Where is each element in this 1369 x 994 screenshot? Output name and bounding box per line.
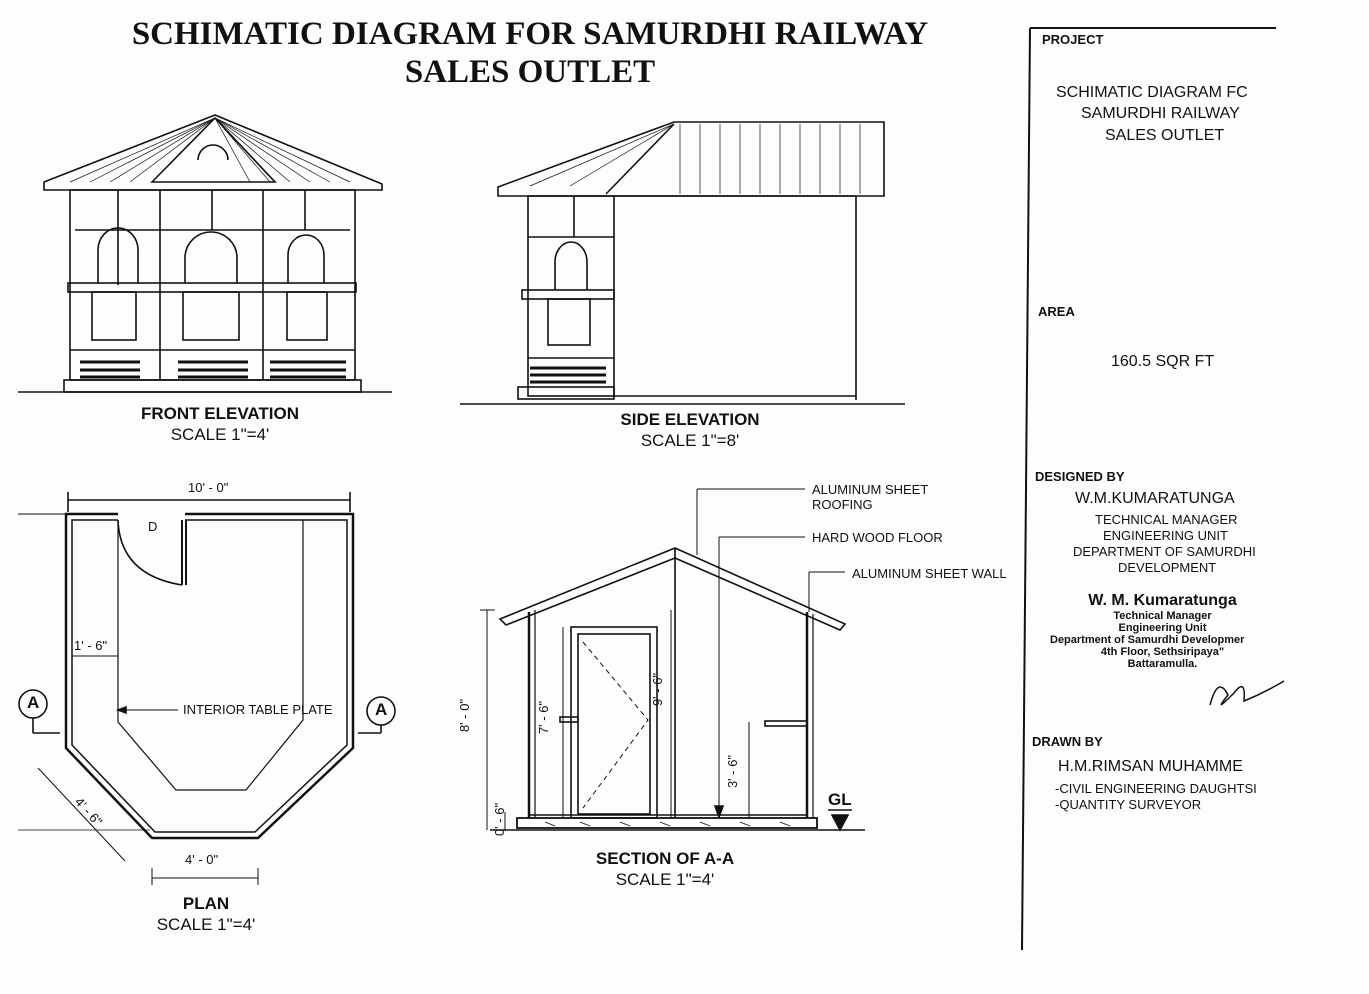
title-block-divider: [1021, 27, 1031, 951]
area-value: 160.5 SQR FT: [1111, 353, 1215, 370]
stamp-line5: Battaramulla.: [1127, 658, 1198, 670]
plan-section-marker-right: A: [375, 700, 388, 719]
section-drawing: [480, 488, 865, 832]
plan-label: PLAN: [182, 894, 230, 913]
section-dim-door-right: 9' - 6": [650, 672, 666, 707]
plan-door-mark: D: [148, 519, 158, 534]
project-line1: SCHIMATIC DIAGRAM FC: [1056, 84, 1248, 101]
drawing-title-line1: SCHIMATIC DIAGRAM FOR SAMURDHI RAILWAY: [131, 16, 929, 52]
stamp-name: W. M. Kumaratunga: [1088, 592, 1237, 609]
plan-section-marker-left: A: [27, 693, 40, 712]
side-elevation-scale: SCALE 1"=8': [640, 431, 740, 450]
official-stamp: W. M. Kumaratunga Technical Manager Engi…: [1050, 592, 1275, 670]
designer-role4: DEVELOPMENT: [1118, 560, 1217, 575]
drawn-role1: -CIVIL ENGINEERING DAUGHTSI: [1055, 781, 1257, 796]
signature-mark: [1209, 680, 1285, 706]
section-dim-base: 0' - 6": [492, 802, 508, 837]
area-heading: AREA: [1038, 304, 1075, 319]
drawn-heading: DRAWN BY: [1032, 734, 1103, 749]
section-dim-height: 8' - 0": [457, 698, 473, 733]
drawn-name: H.M.RIMSAN MUHAMME: [1058, 758, 1243, 775]
designer-name: W.M.KUMARATUNGA: [1075, 490, 1235, 507]
stamp-line1: Technical Manager: [1113, 610, 1212, 622]
section-dim-door-left: 7' - 6": [536, 700, 552, 735]
stamp-line4: 4th Floor, Sethsiripaya": [1100, 646, 1225, 658]
plan-scale: SCALE 1"=4': [156, 915, 256, 934]
section-label: SECTION OF A-A: [595, 849, 735, 868]
section-gl-label: GL: [828, 790, 852, 809]
plan-drawing: [18, 492, 396, 885]
front-elevation-label: FRONT ELEVATION: [140, 404, 300, 423]
side-elevation-label: SIDE ELEVATION: [620, 410, 760, 429]
section-dim-table: 3' - 6": [725, 754, 741, 789]
section-callout-roof-1: ALUMINUM SHEET: [812, 482, 929, 497]
plan-table-label: INTERIOR TABLE PLATE: [183, 702, 333, 717]
designer-role2: ENGINEERING UNIT: [1103, 528, 1228, 543]
plan-dim-inner: 1' - 6": [74, 638, 108, 653]
project-line2: SAMURDHI RAILWAY: [1081, 105, 1240, 122]
designer-role1: TECHNICAL MANAGER: [1095, 512, 1238, 527]
plan-dim-top: 10' - 0": [188, 480, 229, 495]
designed-heading: DESIGNED BY: [1035, 469, 1125, 484]
section-callout-wall: ALUMINUM SHEET WALL: [852, 566, 1007, 581]
front-elevation-drawing: [18, 114, 392, 393]
side-elevation-drawing: [460, 121, 905, 405]
designer-role3: DEPARTMENT OF SAMURDHI: [1073, 544, 1256, 559]
project-line3: SALES OUTLET: [1105, 127, 1225, 144]
drawn-role2: -QUANTITY SURVEYOR: [1055, 797, 1202, 812]
section-scale: SCALE 1"=4': [615, 870, 715, 889]
stamp-line3: Department of Samurdhi Developmer: [1050, 634, 1245, 646]
project-heading: PROJECT: [1042, 32, 1104, 47]
section-callout-floor: HARD WOOD FLOOR: [812, 530, 943, 545]
section-callout-roof-2: ROOFING: [812, 497, 873, 512]
plan-dim-bottom: 4' - 0": [185, 852, 219, 867]
front-elevation-scale: SCALE 1"=4': [170, 425, 270, 444]
drawing-title-line2: SALES OUTLET: [404, 54, 656, 90]
stamp-line2: Engineering Unit: [1118, 622, 1207, 634]
